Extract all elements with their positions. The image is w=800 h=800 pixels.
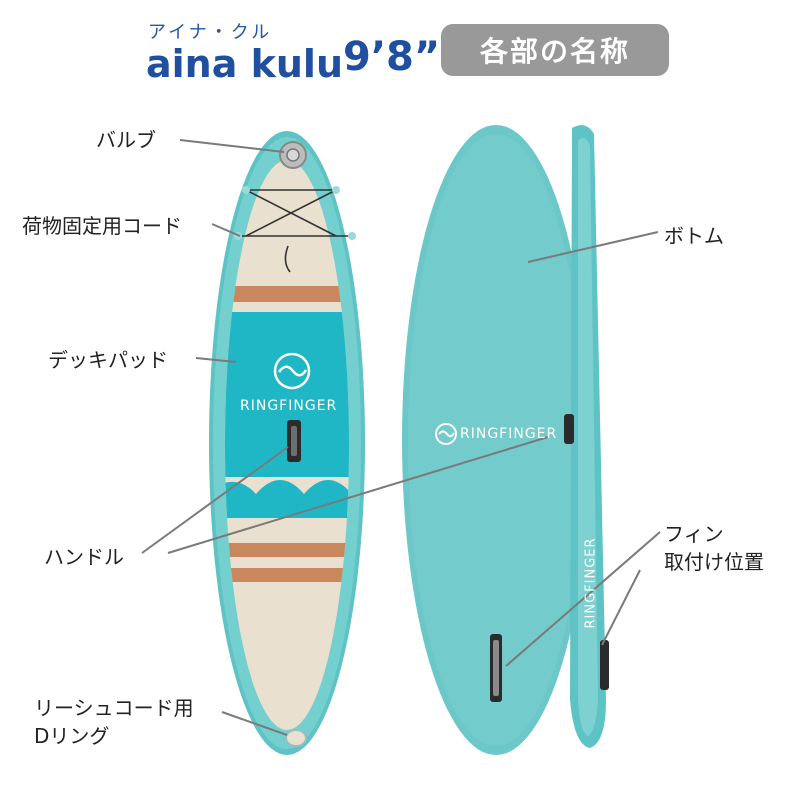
label-fin-line2: 取付け位置 (664, 550, 764, 574)
logo-icon (435, 423, 457, 445)
label-fin-line1: フィン (664, 522, 724, 546)
leader-lines (141, 139, 661, 736)
cargo-cord (238, 189, 352, 273)
deck-stripe (225, 543, 349, 557)
deck-stripe (225, 286, 349, 302)
label-handle: ハンドル (44, 545, 124, 569)
section-badge: 各部の名称 (441, 24, 669, 76)
product-name-kana: アイナ・クル (148, 22, 273, 43)
deck-stripe (225, 568, 349, 582)
label-leash-line2: Dリング (34, 724, 110, 748)
label-bottom: ボトム (664, 224, 724, 248)
side-logo-text: RINGFINGER (583, 537, 599, 629)
deck-board (209, 131, 365, 755)
logo-icon (273, 352, 311, 390)
side-board (564, 125, 609, 748)
label-leash-line1: リーシュコード用 (34, 696, 194, 720)
wave-pattern (225, 480, 349, 518)
deck-logo-text: RINGFINGER (240, 398, 338, 414)
product-name: aina kulu (146, 42, 343, 86)
product-size: 9’8” (343, 34, 441, 80)
label-deck-pad: デッキパッド (48, 348, 168, 372)
bottom-board (402, 125, 590, 755)
bottom-logo-text: RINGFINGER (460, 426, 558, 442)
d-ring-icon (285, 729, 307, 747)
label-valve: バルブ (96, 128, 156, 152)
label-cargo-cord: 荷物固定用コード (22, 214, 182, 238)
